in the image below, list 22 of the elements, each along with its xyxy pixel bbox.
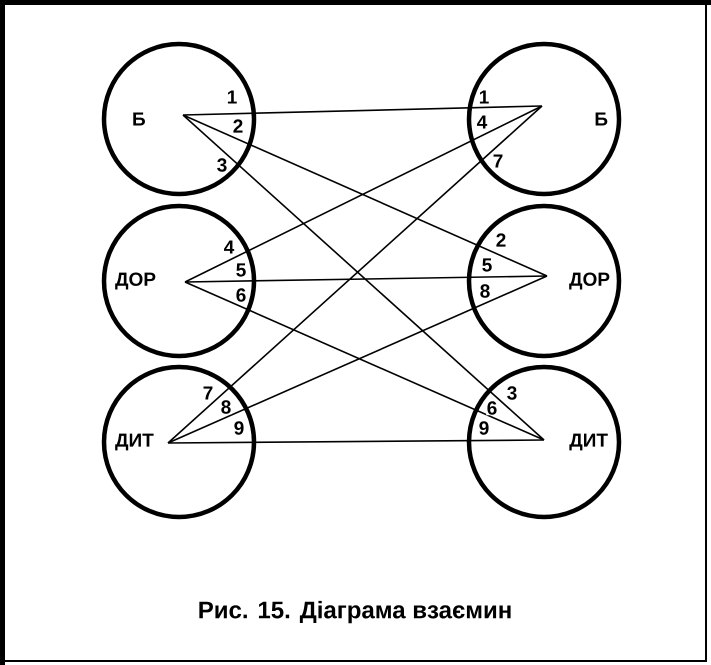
- line-number: 5: [481, 258, 493, 272]
- edge-label: 9: [233, 420, 245, 436]
- line-number: 2: [495, 232, 507, 248]
- connection-line: [185, 275, 548, 283]
- line-number: 4: [476, 114, 488, 130]
- edge-label: 3: [216, 158, 228, 172]
- line-number: 9: [478, 420, 490, 436]
- caption: Рис. 15. Діаграма взаємин: [199, 600, 511, 624]
- edge-label: 6: [235, 288, 247, 302]
- edge-label: 1: [226, 90, 238, 104]
- edge-label: 5: [235, 262, 247, 278]
- edge-label: 2: [232, 118, 244, 134]
- edge-label: 8: [220, 400, 232, 414]
- line-number: 3: [506, 386, 518, 400]
- line-number: 6: [486, 400, 498, 416]
- line-number: 7: [492, 154, 504, 168]
- connection-line: [168, 439, 544, 444]
- edge-label: 7: [202, 386, 214, 400]
- line-number: 8: [479, 284, 491, 298]
- edge-label: 4: [223, 240, 235, 254]
- line-number: 1: [478, 90, 490, 104]
- connection-line: [182, 105, 542, 116]
